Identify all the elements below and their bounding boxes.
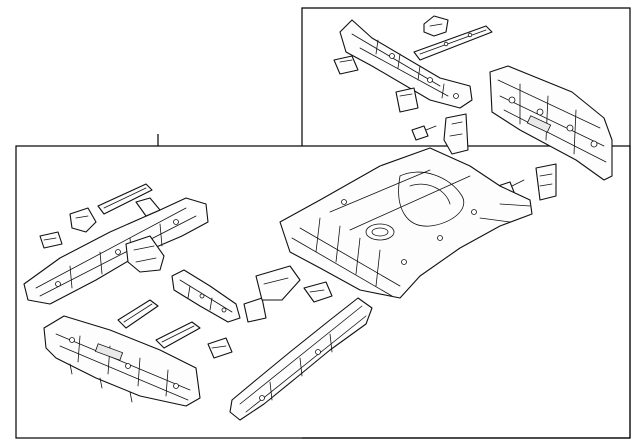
- front-floor-panel: [43, 315, 201, 407]
- rear-floor-pan: [279, 147, 533, 299]
- left-small-brackets: [39, 183, 161, 249]
- left-group-panel: [15, 145, 631, 439]
- group-frames: [15, 7, 631, 439]
- center-crossmember: [171, 269, 241, 323]
- right-mount-brackets: [443, 113, 557, 201]
- rear-body-panel: [489, 65, 613, 181]
- right-rear-side-member: [229, 265, 373, 421]
- lower-small-brackets: [117, 297, 267, 359]
- rear-bracket-bar: [413, 25, 493, 61]
- rear-crossmember: [339, 19, 473, 109]
- top-small-brackets: [333, 15, 449, 113]
- left-rear-side-member: [23, 197, 209, 305]
